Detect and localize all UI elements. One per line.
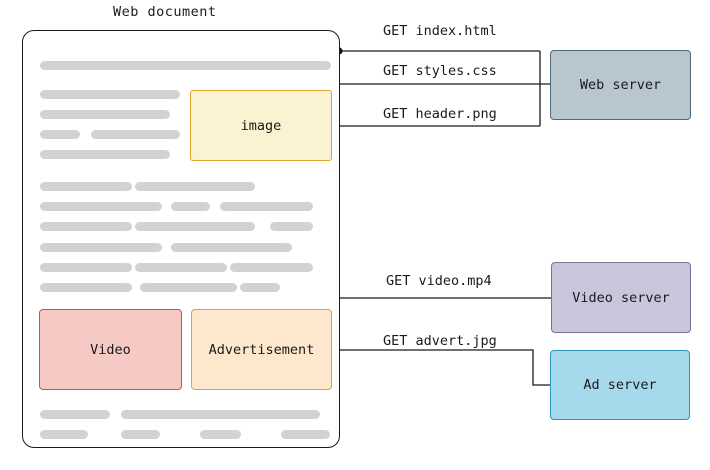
text-placeholder-bar [40,263,132,272]
ad-server-box: Ad server [550,350,690,420]
request-label-styles-css: GET styles.css [383,63,497,79]
request-label-index-html: GET index.html [383,23,497,39]
text-placeholder-bar [40,202,162,211]
text-placeholder-bar [171,202,210,211]
request-label-video-mp4: GET video.mp4 [386,273,492,289]
embedded-advertisement-label: Advertisement [208,341,315,358]
text-placeholder-bar [270,222,313,231]
text-placeholder-bar [121,410,320,419]
text-placeholder-bar [220,202,313,211]
request-label-header-png: GET header.png [383,106,497,122]
video-server-label: Video server [572,289,670,306]
text-placeholder-bar [40,130,80,139]
embedded-image-box: image [190,90,332,161]
text-placeholder-bar [40,90,180,99]
text-placeholder-bar [40,430,88,439]
web-server-label: Web server [579,77,662,93]
ad-server-label: Ad server [583,377,657,393]
embedded-image-label: image [240,117,282,134]
text-placeholder-bar [171,243,292,252]
text-placeholder-bar [135,222,255,231]
embedded-advertisement-box: Advertisement [191,309,332,390]
text-placeholder-bar [281,430,330,439]
text-placeholder-bar [40,222,132,231]
text-placeholder-bar [135,182,255,191]
text-placeholder-bar [40,182,132,191]
text-placeholder-bar [200,430,241,439]
embedded-video-box: Video [39,309,182,390]
web-server-box: Web server [550,50,691,120]
embedded-video-label: Video [90,341,131,358]
text-placeholder-bar [40,283,132,292]
text-placeholder-bar [40,110,170,119]
text-placeholder-bar [121,430,160,439]
text-placeholder-bar [240,283,280,292]
connector-get-advert-jpg [332,349,550,386]
text-placeholder-bar [40,150,170,159]
request-label-advert-jpg: GET advert.jpg [383,333,497,349]
text-placeholder-bar [40,410,110,419]
diagram-title: Web document [113,4,217,20]
text-placeholder-bar [135,263,227,272]
text-placeholder-bar [230,263,313,272]
text-placeholder-bar [91,130,180,139]
video-server-box: Video server [551,262,691,333]
text-placeholder-bar [40,243,162,252]
text-placeholder-bar [140,283,237,292]
text-placeholder-bar [40,61,331,70]
